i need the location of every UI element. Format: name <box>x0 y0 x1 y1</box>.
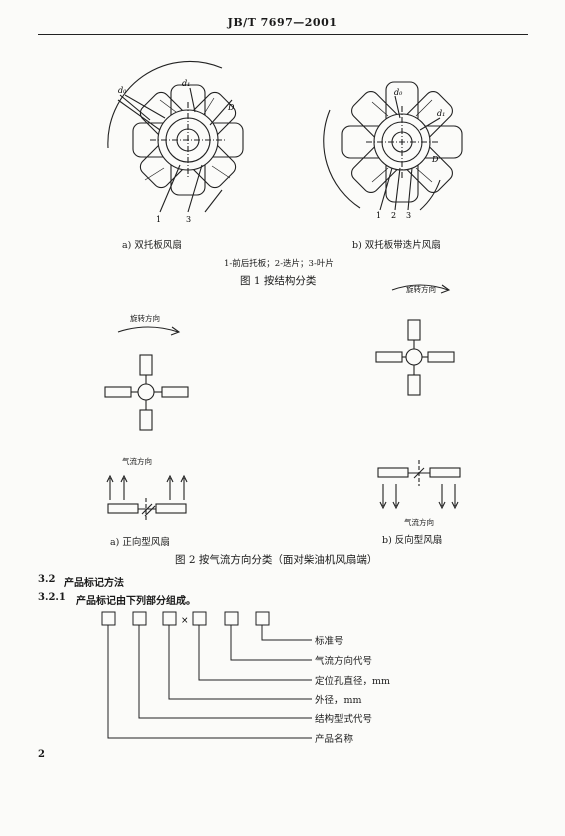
page-number: 2 <box>38 749 45 760</box>
figure2-label-b: b) 反向型风扇 <box>382 535 443 546</box>
section-3-2-1-number: 3.2.1 <box>38 592 66 603</box>
callout-b-1: 1 <box>376 211 381 220</box>
figure2-rotation-b: 旋转方向 <box>406 285 436 294</box>
times-sign: × <box>181 616 189 626</box>
marking-label-hole-diameter: 定位孔直径，mm <box>315 676 391 687</box>
callout-a-d0: d₀ <box>118 86 127 95</box>
marking-diagram: × <box>101 611 312 739</box>
callout-a-D: D <box>227 103 235 112</box>
figure2-airflow-a: 气流方向 <box>122 457 152 466</box>
figure1-legend: 1-前后托板；2-迭片；3-叶片 <box>224 259 334 269</box>
callout-a-d1: d₁ <box>182 79 190 88</box>
marking-label-standard: 标准号 <box>315 636 344 647</box>
marking-label-outer-diameter: 外径，mm <box>315 695 362 706</box>
figure1-drawings: d₀ d₁ D 1 3 d₀ d₁ D 1 2 3 <box>107 60 463 224</box>
figure2-title: 图 2 按气流方向分类（面对柴油机风扇端） <box>175 554 378 566</box>
callout-b-3: 3 <box>406 211 411 220</box>
callout-b-2: 2 <box>391 211 396 220</box>
callout-a-3: 3 <box>186 215 191 224</box>
marking-label-airflow: 气流方向代号 <box>315 656 373 667</box>
callout-a-1: 1 <box>156 215 161 224</box>
figure2-airflow-b: 气流方向 <box>404 518 434 527</box>
section-3-2-number: 3.2 <box>38 574 56 585</box>
figure2-drawings <box>104 284 461 520</box>
callout-b-D: D <box>431 155 439 164</box>
figure1-label-b: b) 双托板带迭片风扇 <box>352 240 441 251</box>
document-header: JB/T 7697—2001 <box>227 16 338 29</box>
section-3-2-1-text: 产品标记由下列部分组成。 <box>76 596 196 607</box>
marking-label-structure: 结构型式代号 <box>315 714 373 725</box>
header-rule <box>38 34 528 35</box>
figure1-label-a: a) 双托板风扇 <box>122 240 182 251</box>
marking-label-product-name: 产品名称 <box>315 734 354 745</box>
section-3-2-title: 产品标记方法 <box>64 578 124 589</box>
figure2-label-a: a) 正向型风扇 <box>110 537 170 548</box>
figure1-title: 图 1 按结构分类 <box>240 275 317 287</box>
callout-b-d0: d₀ <box>394 88 403 97</box>
figure2-rotation-a: 旋转方向 <box>130 314 160 323</box>
callout-b-d1: d₁ <box>437 109 445 118</box>
